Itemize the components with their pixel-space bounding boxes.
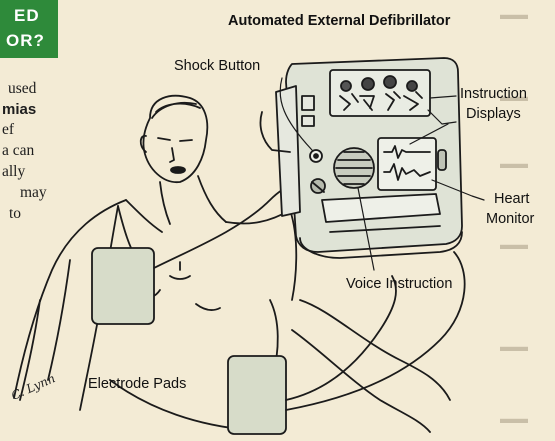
upper-electrode-pad [92,248,154,324]
label-voice-instruction: Voice Instruction [346,276,452,292]
aed-device [260,58,462,258]
label-electrode-pads: Electrode Pads [88,376,186,392]
label-shock-button: Shock Button [174,58,260,74]
label-heart-monitor-line2: Monitor [486,211,534,227]
label-instruction-displays-line1: Instruction [460,86,527,102]
label-heart-monitor-line1: Heart [494,191,529,207]
diagram-title: Automated External Defibrillator [228,13,450,29]
label-instruction-displays-line2: Displays [466,106,521,122]
lower-electrode-pad [228,356,286,434]
